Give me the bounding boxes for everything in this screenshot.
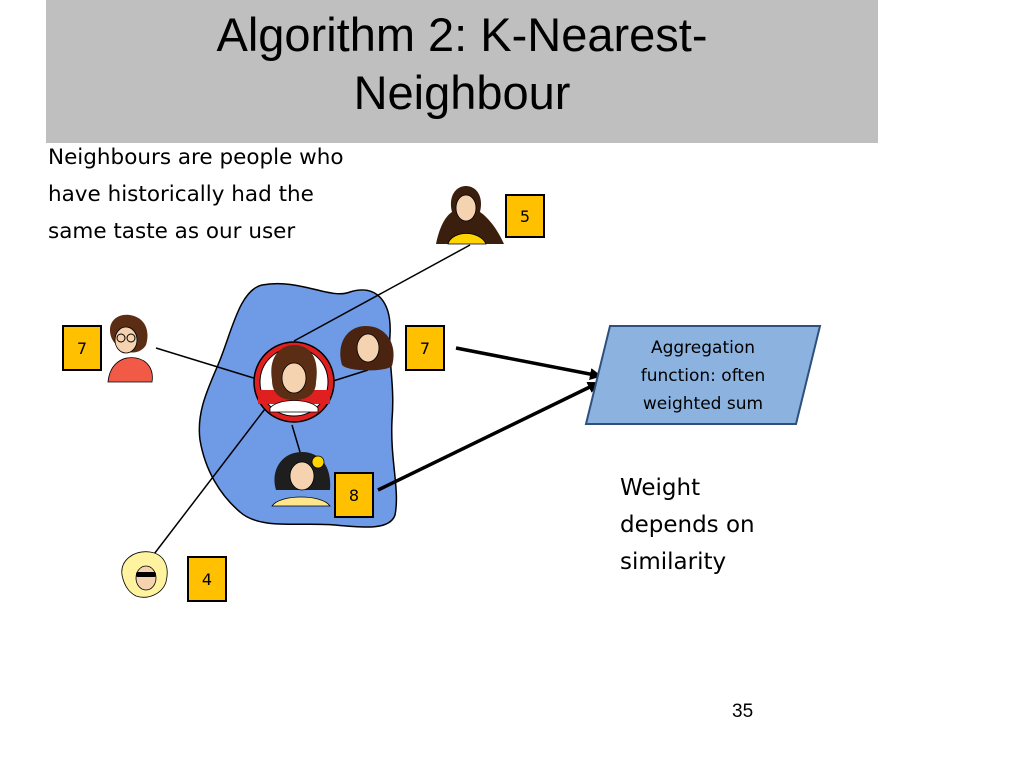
link-top-right bbox=[293, 244, 471, 342]
score-box-top-right: 5 bbox=[505, 194, 545, 238]
page-number: 35 bbox=[732, 701, 754, 722]
slide-title: Algorithm 2: K-Nearest- Neighbour bbox=[216, 8, 708, 119]
score-box-left: 7 bbox=[62, 325, 102, 371]
neighbour-inner-right-person-icon bbox=[340, 326, 394, 371]
score-box-inner-right: 7 bbox=[405, 325, 445, 371]
description-text: Neighbours are people who have historica… bbox=[48, 145, 344, 244]
link-left bbox=[155, 347, 261, 381]
aggregation-label: Aggregation function: often weighted sum bbox=[640, 338, 766, 414]
aggregation-box bbox=[584, 325, 822, 425]
link-inner-bottom bbox=[291, 424, 301, 453]
user-avatar bbox=[253, 341, 335, 423]
neighbour-bottom-left-person-icon bbox=[121, 551, 168, 598]
link-inner-right bbox=[329, 369, 369, 383]
neighbour-left-person-icon bbox=[107, 314, 153, 383]
score-box-inner-bottom: 8 bbox=[334, 472, 374, 518]
title-band bbox=[46, 0, 878, 143]
link-bottom-left bbox=[147, 404, 269, 563]
arrow-from-inner-bottom bbox=[377, 381, 600, 492]
arrow-from-inner-right bbox=[455, 346, 602, 380]
weight-note: Weight depends on similarity bbox=[620, 475, 755, 575]
score-box-bottom-left: 4 bbox=[187, 556, 227, 602]
neighbour-top-right-person-icon bbox=[436, 186, 504, 245]
neighbour-inner-bottom-person-icon bbox=[271, 452, 331, 507]
